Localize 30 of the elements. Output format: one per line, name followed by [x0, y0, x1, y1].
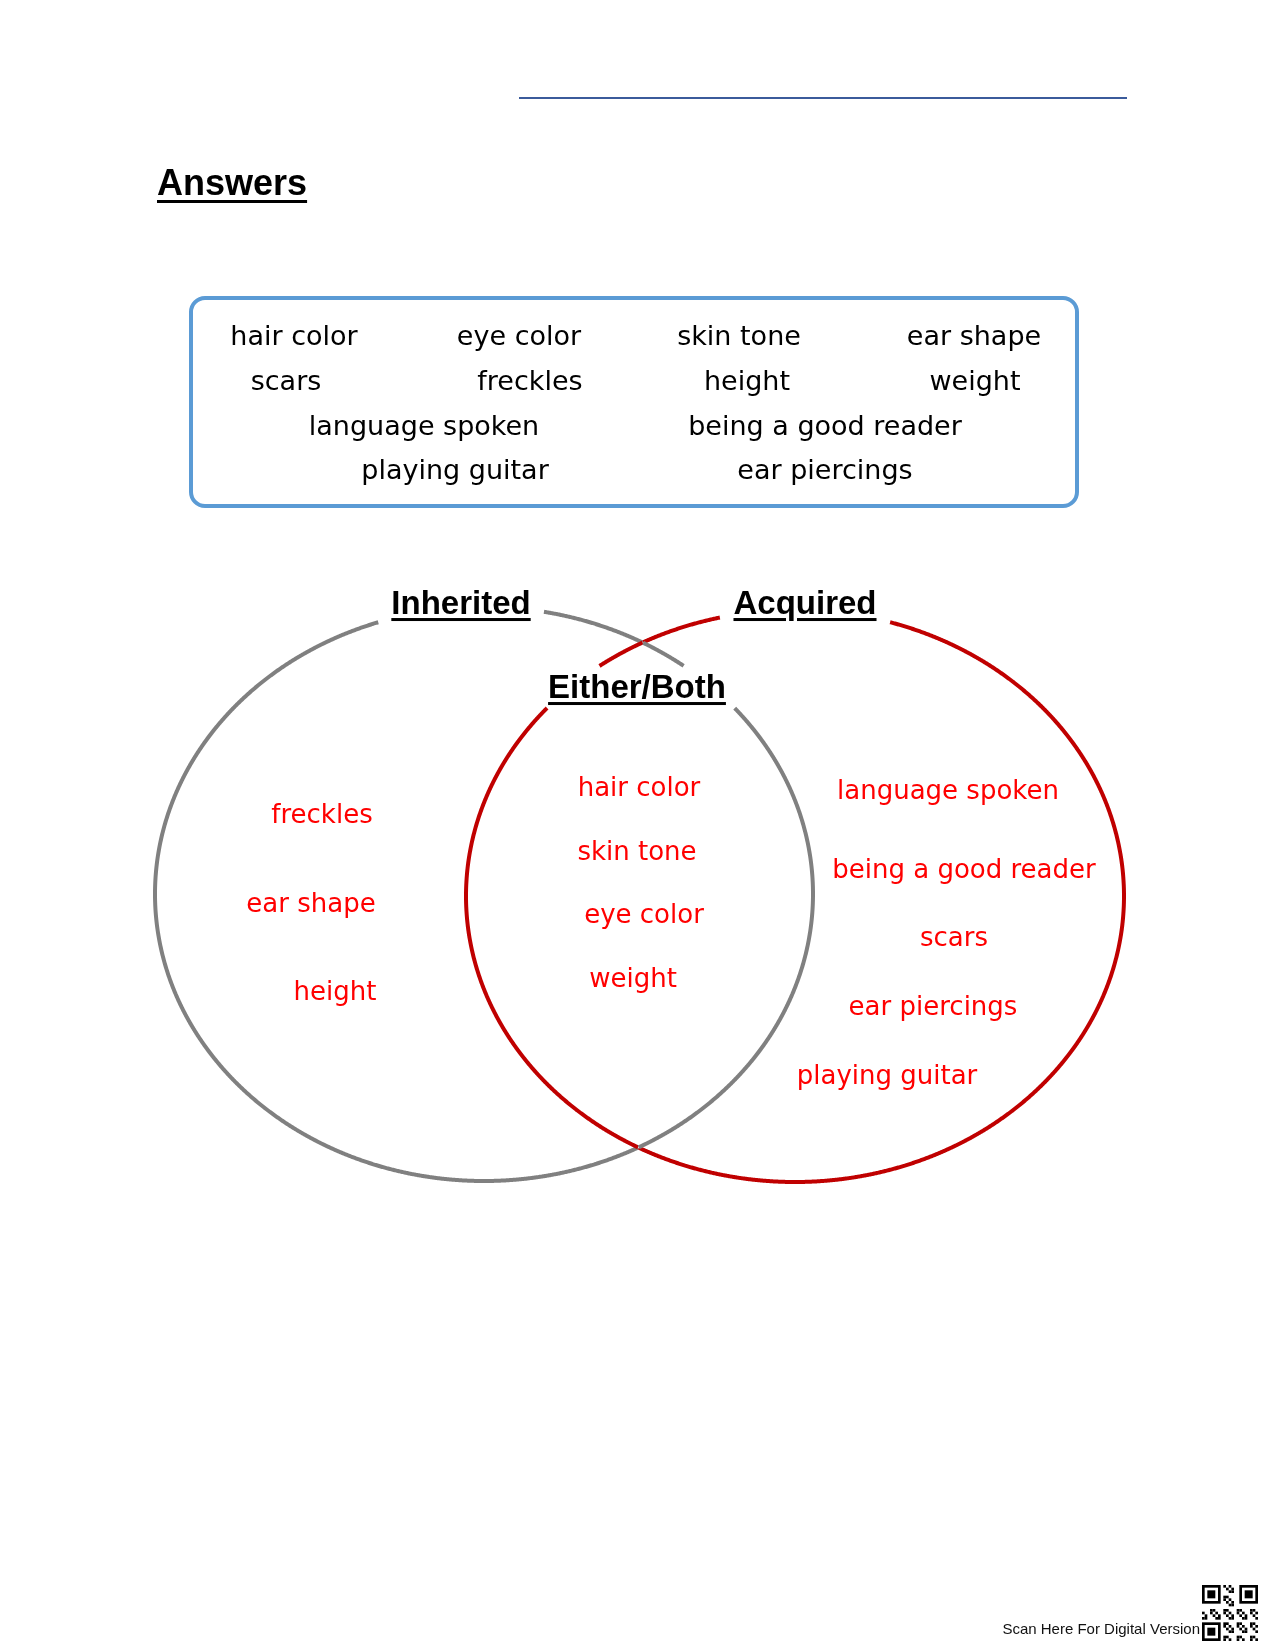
- answer-word: ear shape: [246, 889, 376, 919]
- word-bank-word: scars: [250, 365, 322, 397]
- overlap-heading: Either/Both: [548, 668, 726, 706]
- answer-word: skin tone: [577, 837, 697, 867]
- answer-word: weight: [589, 964, 677, 994]
- word-bank-word: ear shape: [906, 320, 1042, 352]
- title-heading: Answers: [157, 163, 308, 203]
- answer-word: eye color: [584, 900, 704, 930]
- answer-word: freckles: [271, 800, 373, 830]
- word-bank-box: [189, 296, 1079, 508]
- answer-word: height: [293, 977, 377, 1007]
- answer-word: ear piercings: [848, 992, 1018, 1022]
- word-bank-word: playing guitar: [361, 454, 549, 486]
- word-bank-word: skin tone: [677, 320, 801, 352]
- answer-word: hair color: [577, 773, 701, 803]
- answer-word: scars: [920, 923, 988, 953]
- word-bank-word: being a good reader: [688, 410, 962, 442]
- word-bank-word: weight: [929, 365, 1021, 397]
- word-bank-word: ear piercings: [737, 454, 913, 486]
- answer-word: language spoken: [837, 776, 1059, 806]
- note-text: Scan Here For Digital Version: [1002, 1621, 1200, 1638]
- word-bank-word: language spoken: [308, 410, 540, 442]
- circle-heading: Inherited: [391, 584, 531, 622]
- answer-word: being a good reader: [832, 855, 1096, 885]
- word-bank-word: freckles: [477, 365, 583, 397]
- word-bank-word: eye color: [456, 320, 582, 352]
- circle-heading: Acquired: [733, 584, 877, 622]
- answer-word: playing guitar: [796, 1061, 978, 1091]
- word-bank-word: hair color: [230, 320, 358, 352]
- word-bank-word: height: [703, 365, 791, 397]
